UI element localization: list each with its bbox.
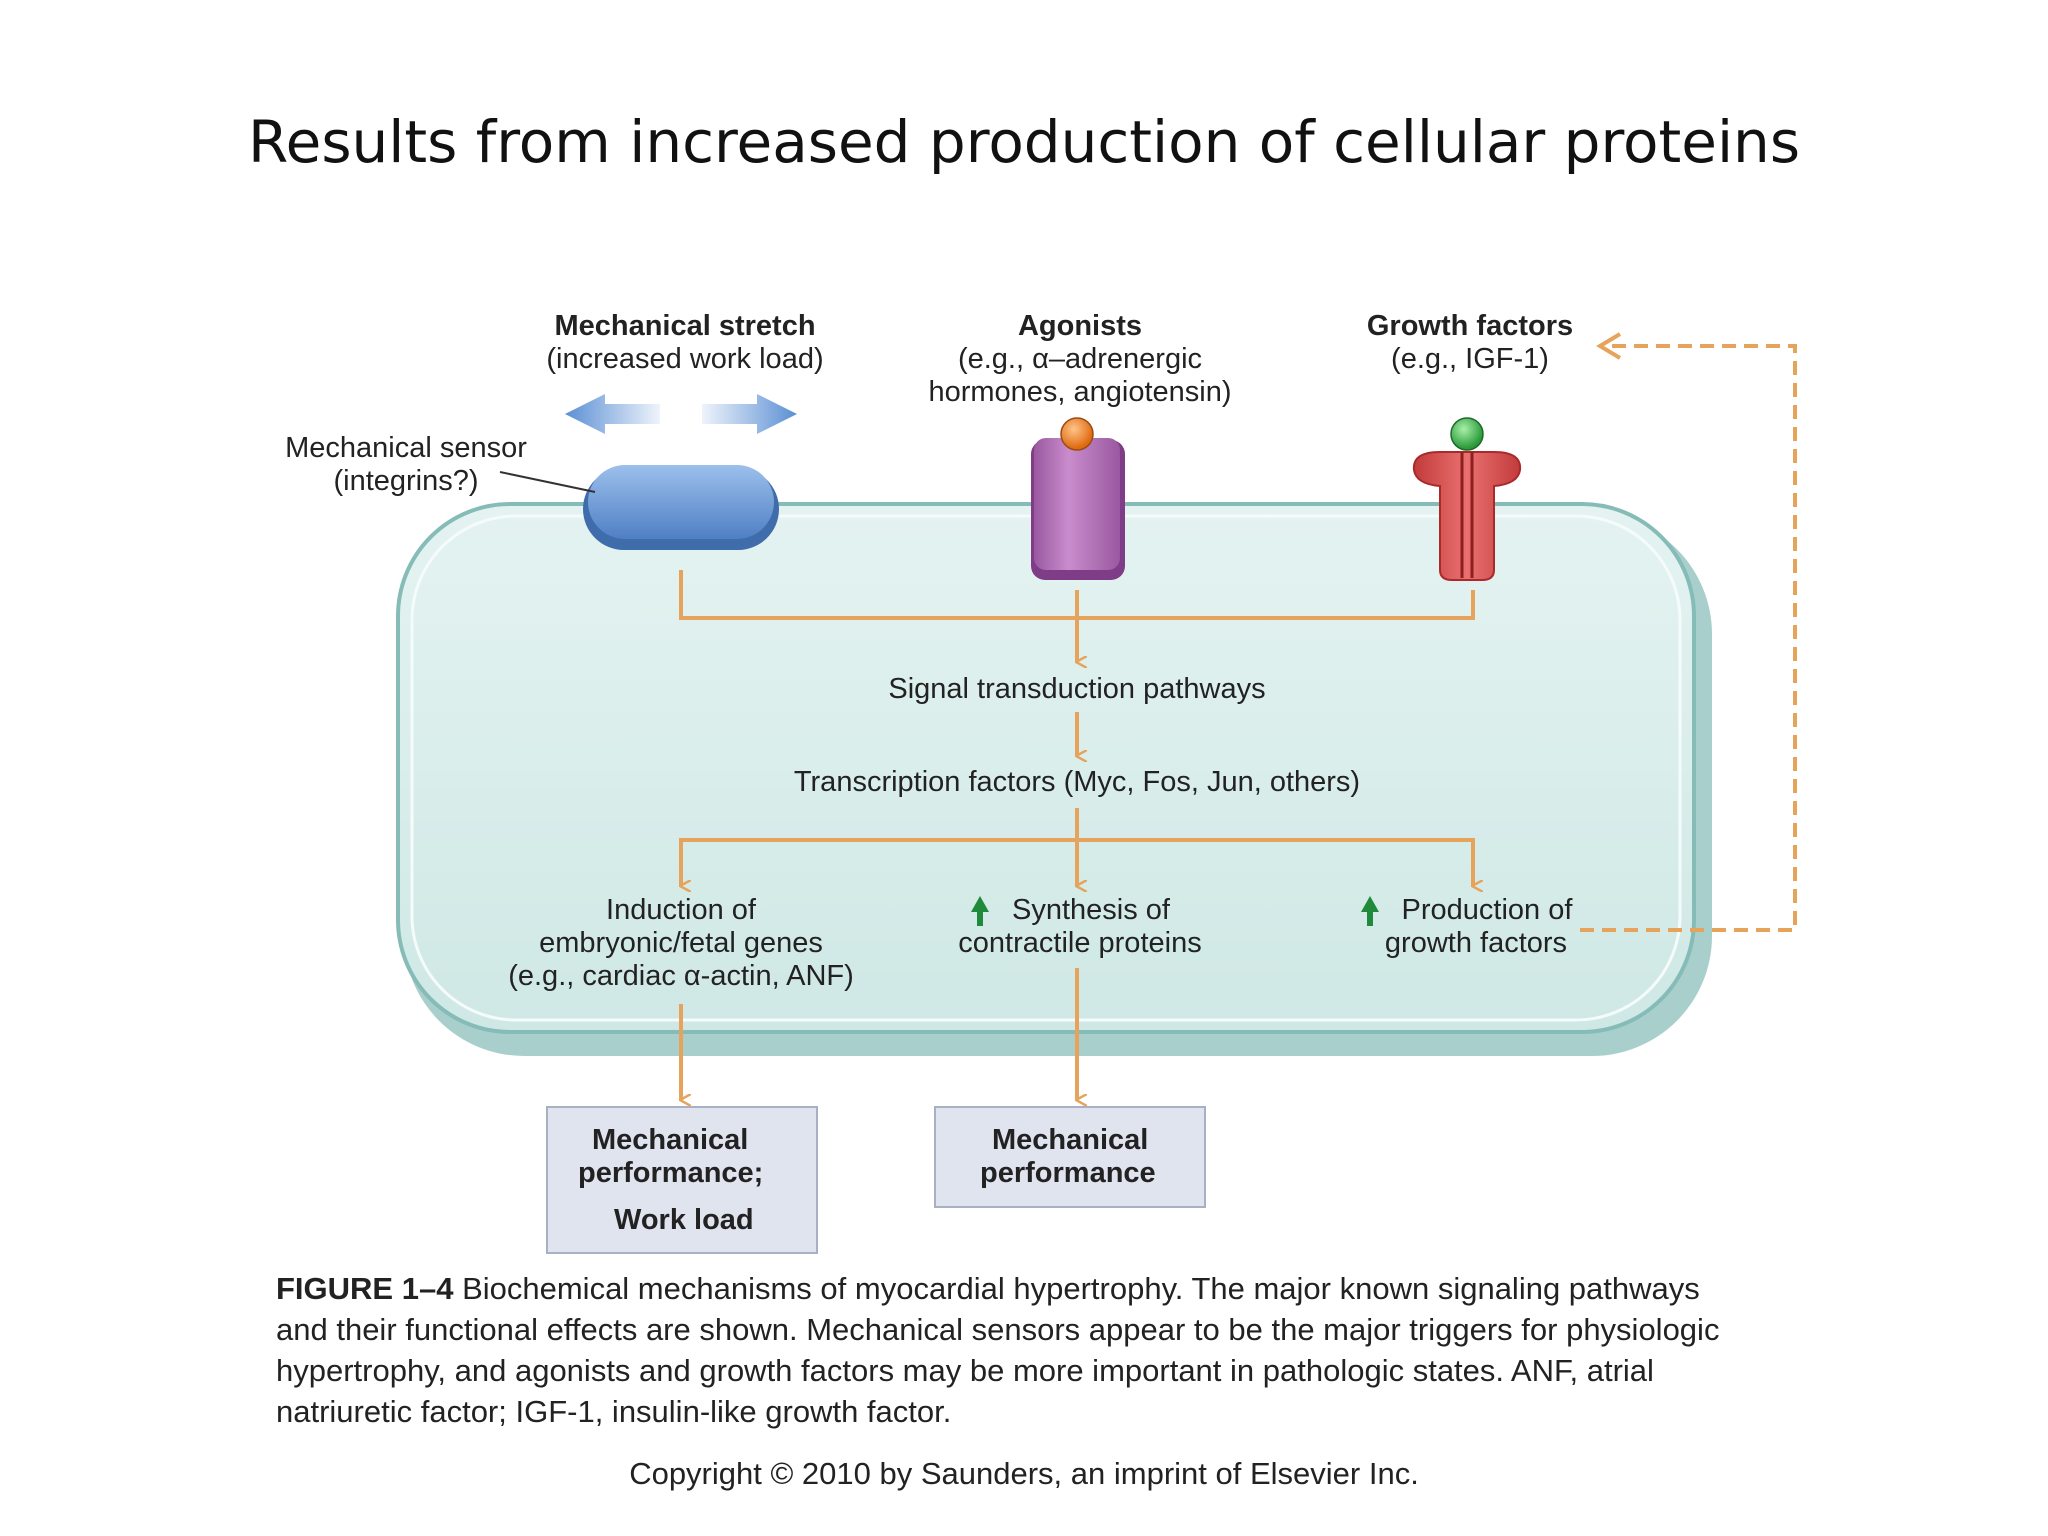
figure-caption: FIGURE 1–4 Biochemical mechanisms of myo… bbox=[276, 1268, 1756, 1432]
growth-factor-feedback-arrow bbox=[1580, 344, 1797, 932]
sensor-label-line-2: (integrins?) bbox=[333, 465, 479, 497]
induction-line-1: Induction of bbox=[606, 894, 756, 926]
transcription-factors-label: Transcription factors (Myc, Fos, Jun, ot… bbox=[793, 766, 1361, 798]
mechanical-stretch-sub: (increased work load) bbox=[546, 343, 824, 375]
induction-line-3: (e.g., cardiac α-actin, ANF) bbox=[508, 960, 854, 992]
sensor-leader-line bbox=[499, 471, 596, 493]
synthesis-effect-label: Synthesis of contractile proteins bbox=[920, 894, 1240, 960]
agonists-title: Agonists bbox=[1017, 310, 1143, 342]
outcome-box-left: Mechanical performance; Work load bbox=[546, 1106, 818, 1254]
production-effect-label: Production of growth factors bbox=[1326, 894, 1626, 960]
up-arrow-icon bbox=[971, 896, 989, 926]
signal-transduction-label: Signal transduction pathways bbox=[888, 673, 1266, 705]
growth-factor-receptor-icon bbox=[1412, 451, 1522, 581]
agonist-receptor-icon bbox=[1031, 436, 1125, 580]
outcome-left-line-2: performance; bbox=[578, 1157, 764, 1189]
growth-factors-sub: (e.g., IGF-1) bbox=[1391, 343, 1549, 375]
sensor-label: Mechanical sensor (integrins?) bbox=[266, 432, 546, 498]
induction-line-2: embryonic/fetal genes bbox=[539, 927, 823, 959]
agonists-label: Agonists (e.g., α–adrenergic hormones, a… bbox=[900, 310, 1260, 409]
production-line-2: growth factors bbox=[1384, 927, 1568, 959]
signal-convergence-arrows bbox=[679, 570, 1473, 1100]
growth-factor-ligand-icon bbox=[1450, 417, 1484, 451]
synthesis-line-1: Synthesis of bbox=[1012, 894, 1170, 926]
growth-factors-title: Growth factors bbox=[1366, 310, 1574, 342]
outcome-right-line-1: Mechanical bbox=[992, 1124, 1149, 1156]
figure-label: FIGURE 1–4 bbox=[276, 1271, 454, 1306]
outcome-left-line-3: Work load bbox=[614, 1204, 754, 1236]
outcome-right-line-2: performance bbox=[980, 1157, 1156, 1189]
growth-factors-label: Growth factors (e.g., IGF-1) bbox=[1340, 310, 1600, 376]
outcome-left-line-1: Mechanical bbox=[592, 1124, 749, 1156]
slide-title: Results from increased production of cel… bbox=[247, 108, 1801, 176]
mechanical-stretch-title: Mechanical stretch bbox=[554, 310, 816, 342]
outcome-box-right: Mechanical performance bbox=[934, 1106, 1206, 1208]
induction-effect-label: Induction of embryonic/fetal genes (e.g.… bbox=[466, 894, 896, 993]
copyright-notice: Copyright © 2010 by Saunders, an imprint… bbox=[629, 1456, 1419, 1491]
mechanical-stretch-label: Mechanical stretch (increased work load) bbox=[520, 310, 850, 376]
agonists-sub-1: (e.g., α–adrenergic bbox=[957, 343, 1203, 375]
mechanical-sensor-icon bbox=[583, 465, 779, 550]
figure-caption-text: Biochemical mechanisms of myocardial hyp… bbox=[276, 1271, 1720, 1429]
feedback-arrowhead bbox=[1596, 332, 1622, 360]
agonists-sub-2: hormones, angiotensin) bbox=[928, 376, 1232, 408]
stretch-arrows-icon bbox=[565, 394, 797, 434]
synthesis-line-2: contractile proteins bbox=[958, 927, 1202, 959]
sensor-label-line-1: Mechanical sensor bbox=[285, 432, 527, 464]
production-line-1: Production of bbox=[1401, 894, 1573, 926]
agonist-ligand-icon bbox=[1060, 417, 1094, 451]
up-arrow-icon bbox=[1361, 896, 1379, 926]
